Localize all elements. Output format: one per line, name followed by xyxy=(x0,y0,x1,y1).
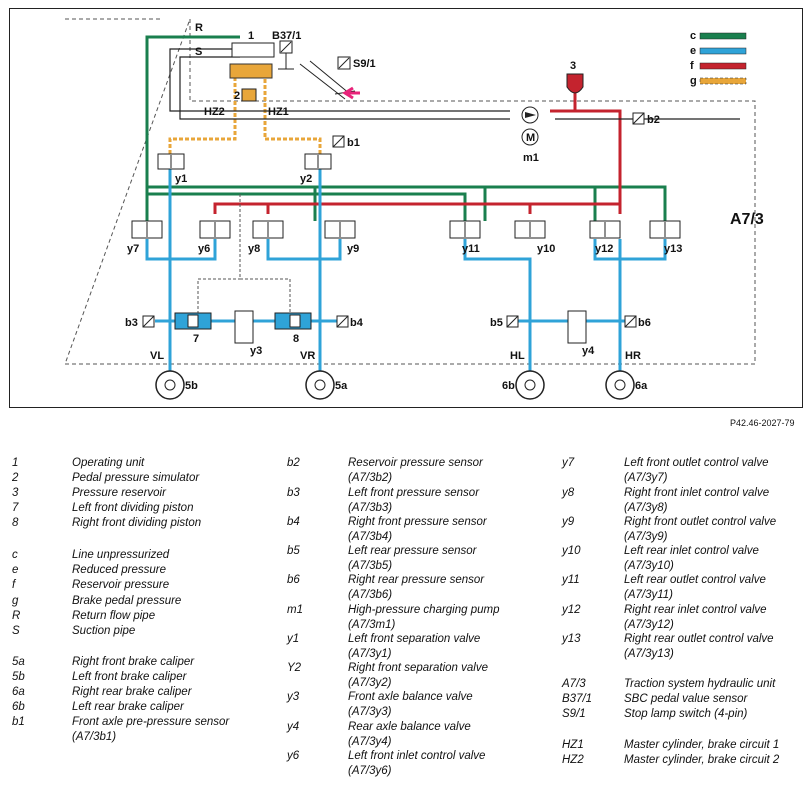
balance-valve-y3 xyxy=(234,310,254,344)
svg-text:c: c xyxy=(690,30,696,42)
svg-text:3: 3 xyxy=(570,60,576,72)
svg-text:HZ2: HZ2 xyxy=(204,106,225,118)
svg-text:b1: b1 xyxy=(347,137,360,149)
line-reduced-pressure xyxy=(145,169,667,371)
line-unpressurized xyxy=(145,35,667,221)
svg-text:e: e xyxy=(690,45,696,57)
line-key: c e f g xyxy=(690,30,747,87)
svg-text:VL: VL xyxy=(150,350,164,362)
svg-text:7: 7 xyxy=(193,333,199,345)
svg-text:y2: y2 xyxy=(300,173,312,185)
svg-text:b6: b6 xyxy=(638,317,651,329)
svg-text:HR: HR xyxy=(625,350,641,362)
svg-text:y11: y11 xyxy=(462,243,480,255)
svg-text:y3: y3 xyxy=(250,345,262,357)
brake-calipers xyxy=(155,370,635,400)
svg-text:5b: 5b xyxy=(185,380,198,392)
svg-text:S9/1: S9/1 xyxy=(353,58,376,70)
pedal-arrow-icon xyxy=(342,86,360,100)
line-return-suction xyxy=(169,48,740,120)
pressure-reservoir xyxy=(566,73,584,94)
hydraulic-schematic: c e f g R S 1 2 3 B37/1 S9/1 HZ1 HZ2 b1 … xyxy=(64,18,764,400)
svg-text:HZ1: HZ1 xyxy=(268,106,289,118)
line-brake-pedal-pressure xyxy=(168,67,322,154)
svg-text:y6: y6 xyxy=(198,243,210,255)
svg-text:2: 2 xyxy=(234,90,240,102)
svg-text:A7/3: A7/3 xyxy=(730,211,764,228)
operating-unit xyxy=(231,42,275,58)
svg-text:8: 8 xyxy=(293,333,299,345)
svg-text:B37/1: B37/1 xyxy=(272,30,301,42)
balance-valve-y4 xyxy=(567,310,587,344)
svg-text:b5: b5 xyxy=(490,317,503,329)
svg-text:y7: y7 xyxy=(127,243,139,255)
svg-text:6b: 6b xyxy=(502,380,515,392)
svg-text:b4: b4 xyxy=(350,317,364,329)
svg-text:y12: y12 xyxy=(595,243,613,255)
svg-text:y10: y10 xyxy=(537,243,555,255)
svg-text:HL: HL xyxy=(510,350,525,362)
valve-row xyxy=(131,220,681,239)
svg-text:f: f xyxy=(690,60,694,72)
motor-symbol xyxy=(521,128,539,146)
svg-text:R: R xyxy=(195,22,203,34)
svg-text:y1: y1 xyxy=(175,173,187,185)
svg-text:S: S xyxy=(195,46,202,58)
svg-text:VR: VR xyxy=(300,350,315,362)
hydraulic-unit-boundary xyxy=(64,18,756,365)
svg-text:m1: m1 xyxy=(523,152,539,164)
svg-text:1: 1 xyxy=(248,30,254,42)
figure-reference: P42.46-2027-79 xyxy=(730,418,795,428)
svg-text:M: M xyxy=(526,132,535,144)
svg-text:b2: b2 xyxy=(647,114,660,126)
svg-text:g: g xyxy=(690,75,697,87)
line-reservoir-pressure xyxy=(213,89,622,214)
svg-text:6a: 6a xyxy=(635,380,648,392)
svg-text:y9: y9 xyxy=(347,243,359,255)
svg-text:y4: y4 xyxy=(582,345,595,357)
svg-text:5a: 5a xyxy=(335,380,348,392)
svg-text:y13: y13 xyxy=(664,243,682,255)
svg-text:b3: b3 xyxy=(125,317,138,329)
hydraulic-diagram: c e f g R S 1 2 3 B37/1 S9/1 HZ1 HZ2 b1 … xyxy=(9,8,803,408)
svg-text:y8: y8 xyxy=(248,243,260,255)
